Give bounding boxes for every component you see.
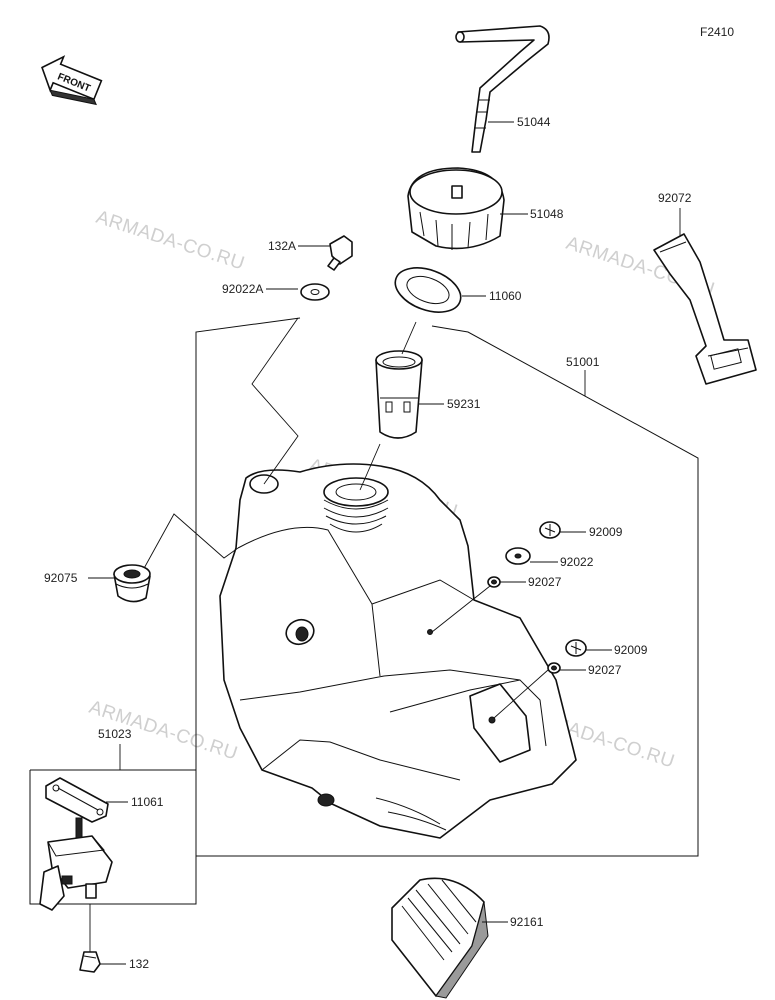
fuel-filter-59231-part (375, 350, 423, 439)
part-label-92027-lower: 92027 (588, 663, 622, 677)
part-label-92009-top: 92009 (589, 525, 623, 539)
figure-code: F2410 (700, 25, 734, 39)
bolt-132a-part (327, 235, 353, 271)
part-label-51001: 51001 (566, 355, 600, 369)
part-label-51044: 51044 (517, 115, 551, 129)
leader-92075-to-tank (141, 513, 239, 573)
part-label-92022A: 92022A (222, 282, 263, 296)
part-label-11061: 11061 (131, 795, 164, 809)
breather-hose-part (455, 25, 550, 153)
rubber-pad-92161-part (391, 877, 489, 999)
watermark-1: ARMADA-CO.RU (93, 207, 247, 275)
part-label-132: 132 (129, 957, 149, 971)
part-label-132A: 132A (268, 239, 296, 253)
gasket-11060-part (394, 267, 462, 313)
leader-filter-to-neck (359, 443, 381, 491)
part-label-92075: 92075 (44, 571, 78, 585)
part-label-59231: 59231 (447, 397, 481, 411)
washer-92022a-part (300, 283, 330, 301)
screw-92009-top-part (539, 521, 561, 539)
part-label-92009-lower: 92009 (614, 643, 648, 657)
fuel-cock-assembly-outline (29, 769, 197, 905)
part-label-11060: 11060 (489, 289, 522, 303)
screw-92009-lower-part (565, 639, 587, 657)
part-label-92072: 92072 (658, 191, 692, 205)
fuel-cap-part (407, 167, 505, 250)
washer-92022-part (505, 547, 531, 565)
leader-11060-to-filter (401, 321, 417, 355)
grommet-92027-top-part (487, 576, 501, 588)
damper-92075-part (113, 564, 151, 603)
bolt-132-part (79, 951, 101, 973)
gasket-11061-part (45, 777, 109, 823)
leader-92022A-to-tank (251, 317, 299, 485)
rubber-strap-part (653, 233, 757, 385)
leader-92027-to-tank (431, 585, 491, 633)
front-arrow-icon: FRONT (41, 55, 103, 106)
fuel-tank-part (219, 463, 577, 839)
part-label-51023: 51023 (98, 727, 132, 741)
part-label-92161: 92161 (510, 915, 544, 929)
part-label-51048: 51048 (530, 207, 564, 221)
fuel-cock-part (39, 817, 113, 911)
part-label-92022: 92022 (560, 555, 594, 569)
assembly-outline-51001 (195, 317, 699, 857)
leader-92027b-to-tank (493, 669, 549, 719)
grommet-92027-lower-part (547, 662, 561, 674)
part-label-92027-top: 92027 (528, 575, 562, 589)
